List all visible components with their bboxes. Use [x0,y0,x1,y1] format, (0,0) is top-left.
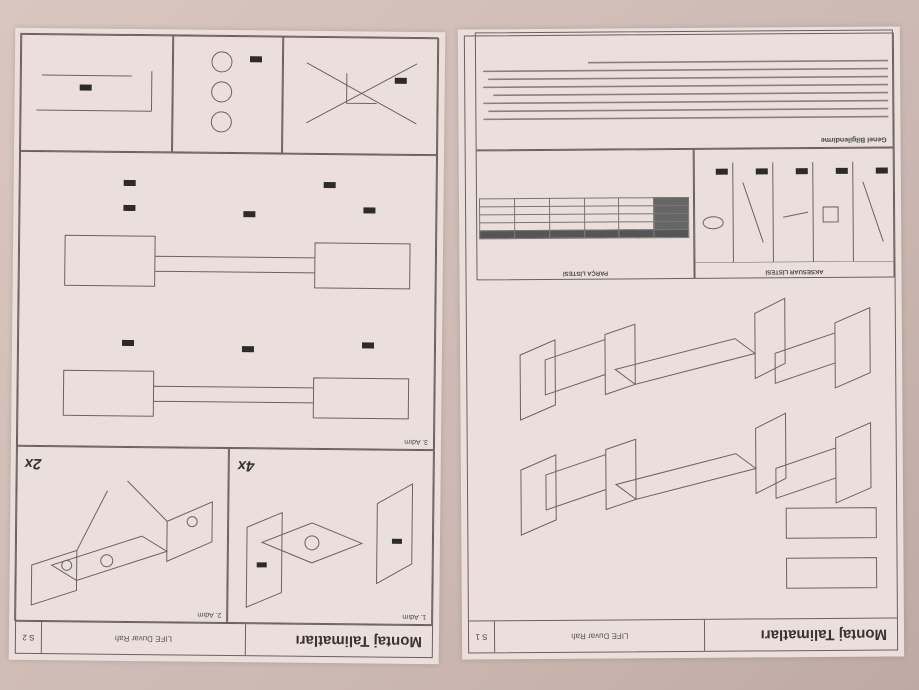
page-title: Montaj Talimatları [704,618,898,651]
step-2-panel: 2. Adım 2x [14,445,229,624]
instruction-page-1: Montaj Talimatları LIFE Duvar Rafı S 1 A… [457,26,905,660]
page-title: Montaj Talimatları [244,624,433,658]
product-name: LIFE Duvar Rafı [114,633,173,644]
page-frame: Montaj Talimatları LIFE Duvar Rafı S 2 1… [14,32,440,659]
page-frame: Montaj Talimatları LIFE Duvar Rafı S 1 A… [463,29,899,654]
part-list-title: PARÇA LİSTESİ [562,269,609,276]
page-header: Montaj Talimatları LIFE Duvar Rafı S 2 [15,620,433,658]
accessory-list-title: AKSESUAR LİSTESİ [765,268,824,275]
step-2-drawing [30,480,213,606]
page-number: S 1 [468,621,496,653]
instruction-page-2: Montaj Talimatları LIFE Duvar Rafı S 2 1… [8,27,446,665]
general-notes: Genel Bilgilendirme [474,29,894,151]
detail-box-3 [19,32,174,153]
part-list-table [479,197,689,239]
product-name: LIFE Duvar Rafı [571,631,629,641]
notes-text-lines [483,59,889,121]
page-header: Montaj Talimatları LIFE Duvar Rafı S 1 [468,617,898,653]
part-list: PARÇA LİSTESİ [475,148,695,281]
step-1-drawing [245,483,414,608]
step-3-drawing [62,179,411,420]
detail-box-2 [172,34,284,154]
page-number: S 2 [15,621,43,654]
detail-box-1 [282,35,439,156]
notes-title: Genel Bilgilendirme [820,135,887,144]
step-3-panel: 3. Adım [15,150,438,451]
accessory-list: AKSESUAR LİSTESİ [693,147,895,279]
step-1-panel: 1. Adım 4x [227,448,434,626]
accessory-icons [693,161,894,263]
exploded-view-drawing [519,297,878,589]
